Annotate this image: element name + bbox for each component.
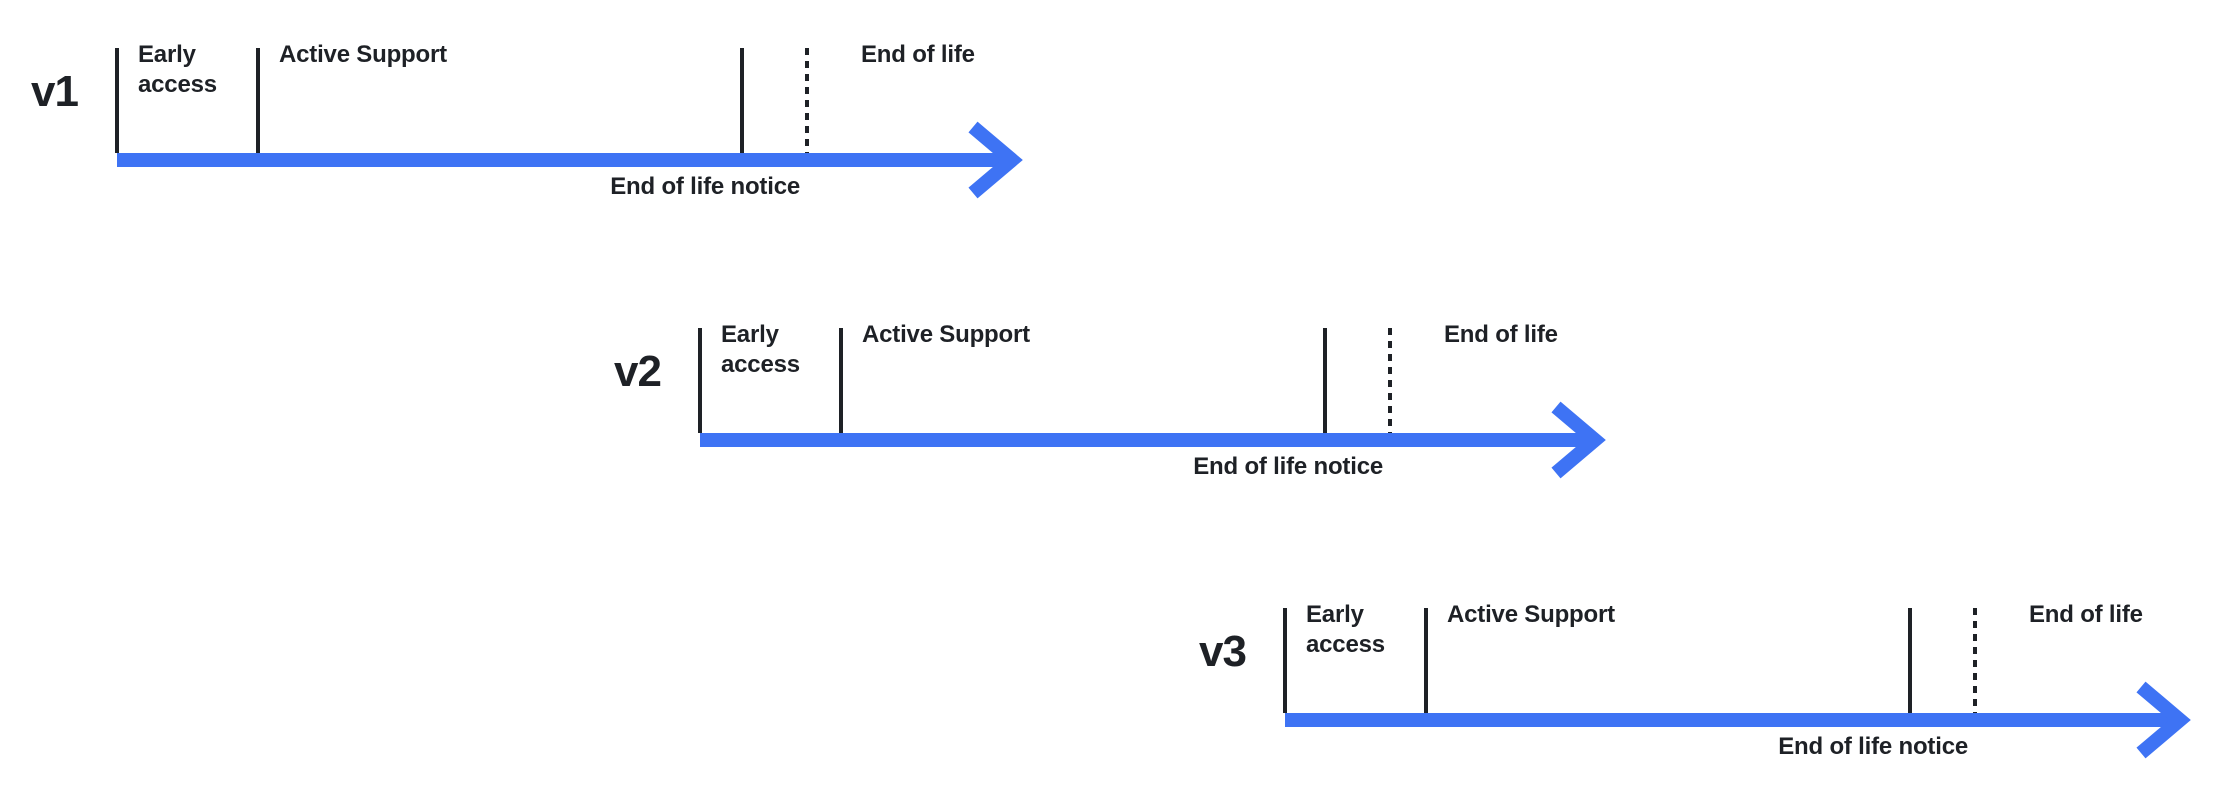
timeline-arrow <box>1285 681 2191 759</box>
tick-release <box>698 328 702 433</box>
end-of-life-notice-label: End of life notice <box>1778 733 1968 760</box>
tick-early-access-end <box>256 48 260 153</box>
version-label: v1 <box>31 67 79 116</box>
end-of-life-notice-label: End of life notice <box>610 173 800 200</box>
tick-early-access-end <box>1424 608 1428 713</box>
timeline-arrow <box>117 121 1023 199</box>
tick-end-of-life <box>1908 608 1912 713</box>
end-of-life-label: End of life <box>1444 321 1558 348</box>
tick-end-of-life <box>740 48 744 153</box>
active-support-label: Active Support <box>862 321 1030 348</box>
version-label: v2 <box>614 347 662 396</box>
early-access-label: Early access <box>1306 601 1385 658</box>
arrowhead-icon <box>968 121 1023 199</box>
timeline-v3: v3 Early access Active Support End of li… <box>1185 601 2228 812</box>
active-support-label: Active Support <box>1447 601 1615 628</box>
early-access-label: Early access <box>138 41 217 98</box>
arrowhead-icon <box>2136 681 2191 759</box>
early-access-label: Early access <box>721 321 800 378</box>
tick-early-access-end <box>839 328 843 433</box>
tick-eol-notice-dashed <box>1973 608 1977 713</box>
timeline-arrow <box>700 401 1606 479</box>
tick-release <box>1283 608 1287 713</box>
end-of-life-label: End of life <box>861 41 975 68</box>
arrowhead-icon <box>1551 401 1606 479</box>
timeline-v2: v2 Early access Active Support End of li… <box>600 321 1720 538</box>
end-of-life-notice-label: End of life notice <box>1193 453 1383 480</box>
tick-end-of-life <box>1323 328 1327 433</box>
timeline-v1: v1 Early access Active Support End of li… <box>17 41 1137 258</box>
tick-eol-notice-dashed <box>1388 328 1392 433</box>
end-of-life-label: End of life <box>2029 601 2143 628</box>
tick-release <box>115 48 119 153</box>
version-label: v3 <box>1199 627 1247 676</box>
active-support-label: Active Support <box>279 41 447 68</box>
tick-eol-notice-dashed <box>805 48 809 153</box>
